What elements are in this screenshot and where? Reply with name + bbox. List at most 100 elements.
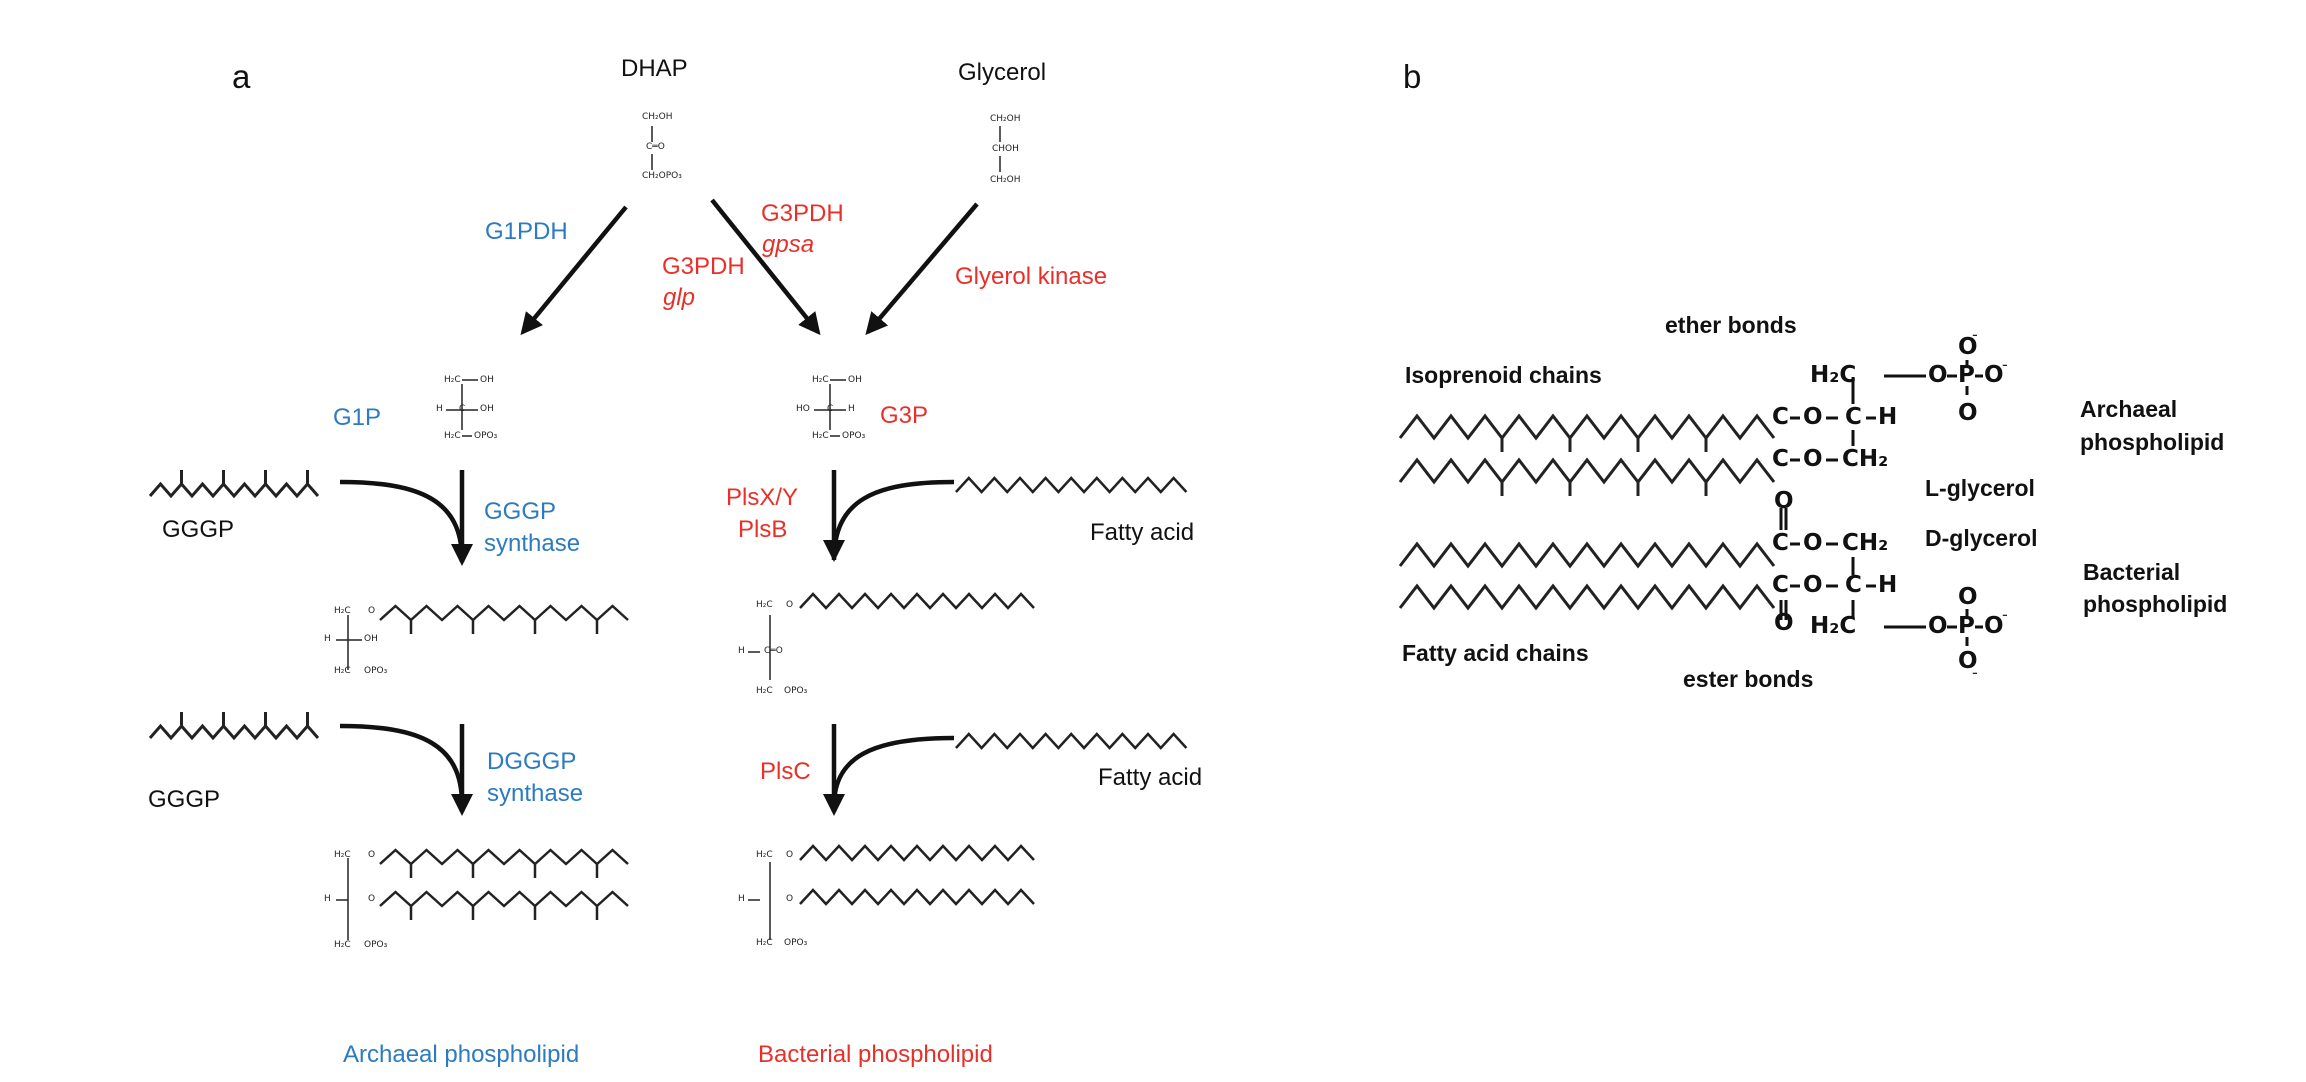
bact-p: P bbox=[1958, 613, 1975, 639]
arch-o-right: O bbox=[1984, 362, 2004, 388]
g3pdh-glp-label: G3PDH bbox=[662, 253, 745, 280]
bact-c1: C bbox=[1772, 530, 1789, 556]
bact-h: H bbox=[1878, 572, 1898, 598]
g3p-structure bbox=[814, 379, 846, 437]
arrow-dgggp-synthase bbox=[339, 723, 465, 805]
gggp-label-2: GGGP bbox=[148, 786, 221, 813]
glycerol-choh: CHOH bbox=[992, 144, 1019, 154]
gggp-label-1: GGGP bbox=[162, 516, 235, 543]
panel-b-fatty-acid-chain-2 bbox=[1398, 583, 1776, 611]
bact-o-right: O bbox=[1984, 613, 2004, 639]
gggp-synthase-label-2: synthase bbox=[484, 530, 581, 557]
glycerol-kinase-label: Glyerol kinase bbox=[955, 263, 1108, 290]
bact-fin-opo3: OPO₃ bbox=[784, 938, 808, 948]
g1pdh-label: G1PDH bbox=[485, 218, 568, 245]
arrow-glycerol-to-g3p bbox=[865, 202, 979, 336]
g1p-h2c-bottom: H₂C bbox=[444, 431, 461, 441]
g3p-label: G3P bbox=[880, 402, 929, 429]
arch-o1: O bbox=[1803, 404, 1823, 430]
panel-b-isoprenoid-chain-1 bbox=[1398, 413, 1776, 441]
bact-int-c-eq-o: C═O bbox=[764, 646, 783, 656]
plsxy-label: PlsX/Y bbox=[726, 484, 799, 511]
arch-fin-opo3: OPO₃ bbox=[364, 940, 388, 950]
bacterial-phospholipid-label: Bacterial phospholipid bbox=[758, 1041, 993, 1068]
arch-p: P bbox=[1958, 362, 1975, 388]
arch-int-h2c-bottom: H₂C bbox=[334, 666, 351, 676]
g3p-h2c: H₂C bbox=[812, 375, 829, 385]
arch-o-bottom: O bbox=[1958, 400, 1978, 426]
archaeal-intermediate-chain bbox=[379, 604, 629, 622]
bact-fin-h2c: H₂C bbox=[756, 850, 773, 860]
arch-int-h: H bbox=[324, 634, 331, 644]
panel-b-fatty-acid-chain-1 bbox=[1398, 541, 1776, 569]
bact-o-bottom-carbonyl: O bbox=[1774, 610, 1794, 636]
archaeal-final-backbone bbox=[336, 858, 349, 940]
g3p-oh-top: OH bbox=[848, 375, 862, 385]
archaeal-phospholipid-b-2: phospholipid bbox=[2080, 429, 2225, 455]
g3p-h2c-bottom: H₂C bbox=[812, 431, 829, 441]
arch-c1: C bbox=[1772, 404, 1789, 430]
gggp-chain-1 bbox=[148, 481, 320, 499]
arch-neg-top: - bbox=[1972, 325, 1978, 344]
arrow-plsc bbox=[831, 735, 955, 807]
bacterial-final-chain-2 bbox=[799, 888, 1035, 906]
gggp-synthase-label-1: GGGP bbox=[484, 498, 557, 525]
dhap-label: DHAP bbox=[621, 55, 688, 82]
arch-o-link: O bbox=[1928, 362, 1948, 388]
arch-fin-h: H bbox=[324, 894, 331, 904]
g3p-opo3: OPO₃ bbox=[842, 431, 866, 441]
bact-o-top-carbonyl: O bbox=[1774, 488, 1794, 514]
bact-fin-o-mid: O bbox=[786, 894, 794, 904]
bact-int-opo3: OPO₃ bbox=[784, 686, 808, 696]
bacterial-final-chain-1 bbox=[799, 844, 1035, 862]
arch-fin-o-top: O bbox=[368, 850, 376, 860]
g1p-opo3: OPO₃ bbox=[474, 431, 498, 441]
panel-b-isoprenoid-chain-2 bbox=[1398, 457, 1776, 485]
arch-o2: O bbox=[1803, 446, 1823, 472]
g3p-h: H bbox=[848, 404, 855, 414]
arch-neg-right: - bbox=[2002, 355, 2008, 374]
glycerol-ch2oh-top: CH₂OH bbox=[990, 114, 1021, 124]
fatty-acid-chains-label: Fatty acid chains bbox=[1402, 640, 1589, 666]
bact-h2c: H₂C bbox=[1810, 613, 1857, 639]
g3p-ho: HO bbox=[796, 404, 810, 414]
archaeal-intermediate-backbone bbox=[336, 615, 362, 670]
arch-int-oh: OH bbox=[364, 634, 378, 644]
arrow-plsxy bbox=[831, 479, 955, 561]
arch-fin-o-mid: O bbox=[368, 894, 376, 904]
bacterial-intermediate-backbone bbox=[748, 615, 771, 680]
fatty-acid-label-1: Fatty acid bbox=[1090, 519, 1195, 546]
bact-o1: O bbox=[1803, 530, 1823, 556]
bacterial-phospholipid-b-2: phospholipid bbox=[2083, 591, 2228, 617]
bact-c2: C bbox=[1772, 572, 1789, 598]
bact-c3: C bbox=[1845, 572, 1862, 598]
panel-a-label: a bbox=[232, 58, 251, 95]
g1p-label: G1P bbox=[333, 404, 382, 431]
archaeal-final-chain-1 bbox=[379, 848, 629, 866]
arch-int-h2c: H₂C bbox=[334, 606, 351, 616]
ester-bonds-label: ester bonds bbox=[1683, 666, 1814, 692]
g1p-structure bbox=[446, 379, 478, 437]
plsb-label: PlsB bbox=[738, 516, 788, 543]
bact-o2: O bbox=[1803, 572, 1823, 598]
bact-ch2: CH₂ bbox=[1842, 530, 1889, 556]
arch-int-o: O bbox=[368, 606, 376, 616]
archaeal-phospholipid-b-1: Archaeal bbox=[2080, 396, 2178, 422]
gggp-chain-2 bbox=[148, 723, 320, 741]
arch-o-top: O bbox=[1958, 334, 1978, 360]
arch-ch2: CH₂ bbox=[1842, 446, 1889, 472]
bact-fin-h2c-bottom: H₂C bbox=[756, 938, 773, 948]
arrow-dhap-to-g3p bbox=[710, 198, 821, 336]
fatty-acid-label-2: Fatty acid bbox=[1098, 764, 1203, 791]
g1p-oh-top: OH bbox=[480, 375, 494, 385]
ether-bonds-label: ether bonds bbox=[1665, 312, 1797, 338]
archaeal-phospholipid-label: Archaeal phospholipid bbox=[343, 1041, 580, 1068]
bact-fin-o-top: O bbox=[786, 850, 794, 860]
gpsa-label: gpsa bbox=[762, 231, 815, 258]
g1p-h: H bbox=[436, 404, 443, 414]
bacterial-phospholipid-b-1: Bacterial bbox=[2083, 559, 2181, 585]
d-glycerol-label: D-glycerol bbox=[1925, 525, 2038, 551]
arch-h2c: H₂C bbox=[1810, 362, 1857, 388]
l-glycerol-label: L-glycerol bbox=[1925, 475, 2035, 501]
